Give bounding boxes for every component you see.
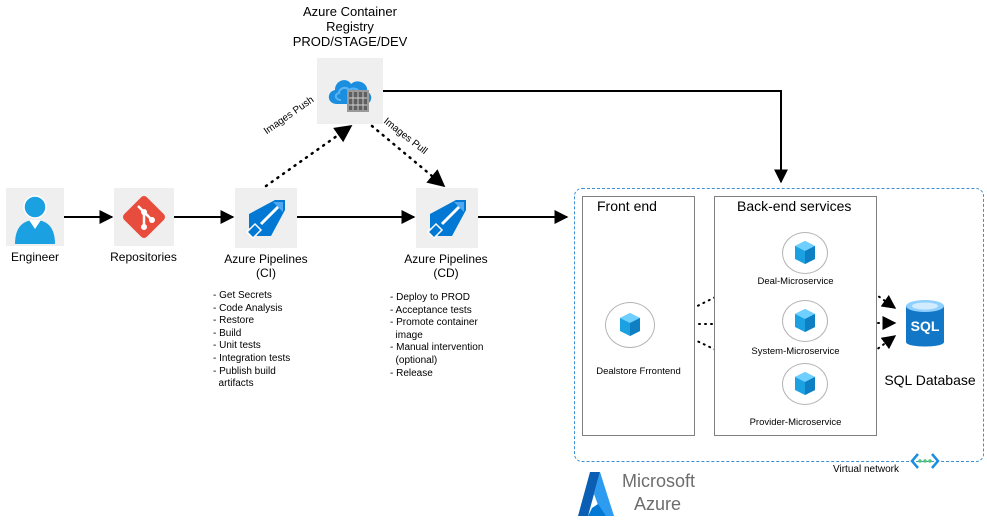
cd-title: Azure Pipelines (CD) — [386, 252, 506, 280]
brand-line1: Microsoft — [622, 471, 696, 491]
provider-microservice-node[interactable] — [782, 363, 828, 405]
deal-microservice-label: Deal-Microservice — [757, 276, 834, 287]
ci-title-line: (CI) — [256, 266, 276, 280]
ci-step: - Code Analysis — [213, 302, 283, 314]
sql-database-label: SQL Database — [884, 372, 976, 388]
brand-line2: Azure — [634, 494, 682, 514]
ci-step: - Get Secrets — [213, 290, 272, 301]
frontend-title: Front end — [597, 198, 657, 214]
git-repositories-icon[interactable] — [114, 188, 174, 246]
cd-step: - Promote container — [390, 317, 478, 329]
virtual-network-boundary — [574, 188, 984, 462]
ci-step: - Publish build — [213, 365, 276, 377]
cube-icon — [795, 372, 815, 395]
ci-step: - Unit tests — [213, 340, 261, 352]
sql-database-icon[interactable]: SQL — [904, 298, 946, 350]
container-registry-icon[interactable] — [317, 58, 383, 124]
registry-title-line: PROD/STAGE/DEV — [292, 34, 408, 49]
ci-title-line: Azure Pipelines — [224, 252, 308, 266]
backend-title: Back-end services — [737, 198, 852, 214]
deal-microservice-node[interactable] — [782, 232, 828, 274]
ci-steps-list: - Get Secrets - Code Analysis - Restore … — [213, 290, 290, 391]
system-microservice-label: System-Microservice — [751, 346, 840, 357]
ci-title: Azure Pipelines (CI) — [206, 252, 326, 280]
engineer-label: Engineer — [10, 250, 60, 264]
engineer-icon[interactable] — [6, 188, 64, 246]
ci-step: artifacts — [213, 378, 254, 390]
cd-step: - Acceptance tests — [390, 304, 472, 316]
ci-step: - Build — [213, 327, 242, 339]
provider-microservice-label: Provider-Microservice — [749, 417, 842, 428]
azure-pipelines-cd-icon[interactable] — [416, 188, 478, 248]
repositories-label: Repositories — [110, 250, 177, 264]
cd-title-line: Azure Pipelines — [404, 252, 488, 266]
cube-icon — [620, 313, 640, 336]
registry-title-line: Registry — [326, 19, 374, 34]
cd-title-line: (CD) — [433, 266, 459, 280]
frontend-service-label: Dealstore Frrontend — [596, 366, 681, 377]
registry-title: Azure Container Registry PROD/STAGE/DEV — [270, 4, 430, 49]
cd-step: - Manual intervention — [390, 342, 484, 354]
ci-step: - Restore — [213, 315, 255, 327]
arrow-images-pull — [370, 124, 446, 188]
cd-step: (optional) — [390, 354, 438, 366]
cube-icon — [795, 309, 815, 332]
cd-step: - Deploy to PROD — [390, 292, 471, 303]
arrow-images-push — [264, 124, 353, 188]
cd-steps-list: - Deploy to PROD - Acceptance tests - Pr… — [390, 292, 483, 380]
frontend-service-node[interactable] — [605, 302, 655, 348]
cd-step: image — [390, 329, 423, 341]
cube-icon — [795, 241, 815, 264]
azure-logo-icon — [576, 470, 616, 518]
registry-title-line: Azure Container — [303, 4, 397, 19]
sql-icon-text: SQL — [910, 318, 940, 334]
virtual-network-label: Virtual network — [833, 464, 899, 475]
virtual-network-icon — [910, 452, 940, 470]
system-microservice-node[interactable] — [782, 300, 828, 342]
azure-pipelines-ci-icon[interactable] — [235, 188, 297, 248]
ci-step: - Integration tests — [213, 352, 291, 364]
arrow-registry-backend — [383, 90, 788, 184]
cd-step: - Release — [390, 367, 433, 379]
